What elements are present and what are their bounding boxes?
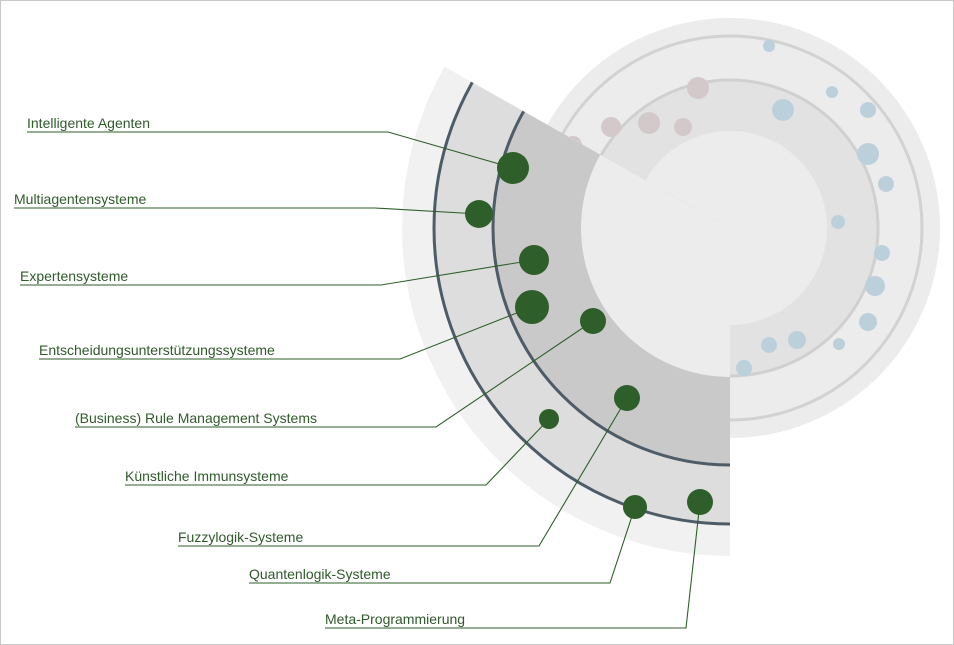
background-dot bbox=[761, 337, 777, 353]
item-dot-multiagentensysteme bbox=[465, 200, 493, 228]
background-dot bbox=[857, 143, 879, 165]
background-dot bbox=[874, 245, 890, 261]
leader-line bbox=[325, 501, 701, 629]
item-dot-kuenstliche-immunsysteme bbox=[539, 409, 559, 429]
label-fuzzylogik-systeme: Fuzzylogik-Systeme bbox=[178, 529, 303, 545]
background-dot bbox=[826, 86, 838, 98]
item-dots bbox=[465, 152, 713, 519]
item-dot-rule-management-systems bbox=[580, 308, 606, 334]
background-dot bbox=[788, 331, 806, 349]
label-meta-programmierung: Meta-Programmierung bbox=[325, 611, 465, 627]
leader-line bbox=[178, 397, 628, 547]
leader-line bbox=[249, 506, 636, 584]
item-dot-meta-programmierung bbox=[687, 489, 713, 515]
background-dot bbox=[687, 77, 709, 99]
background-dot bbox=[638, 112, 660, 134]
item-dot-intelligente-agenten bbox=[497, 152, 529, 184]
label-kuenstliche-immunsysteme: Künstliche Immunsysteme bbox=[125, 468, 289, 484]
background-dot bbox=[674, 118, 692, 136]
label-intelligente-agenten: Intelligente Agenten bbox=[27, 115, 150, 131]
leader-line bbox=[39, 306, 533, 360]
label-entscheidungsunterstuetzungssysteme: Entscheidungsunterstützungssysteme bbox=[39, 342, 275, 358]
leader-line bbox=[125, 418, 550, 486]
background-dot bbox=[860, 102, 876, 118]
background-dot bbox=[736, 360, 752, 376]
outer-ring-line bbox=[432, 11, 730, 526]
leader-line bbox=[75, 320, 594, 428]
labels: Intelligente Agenten Multiagentensysteme… bbox=[14, 115, 465, 627]
background-dot bbox=[859, 313, 877, 331]
inner-ring-line bbox=[491, 11, 730, 467]
background-dot bbox=[865, 276, 885, 296]
background-dot bbox=[772, 99, 794, 121]
leader-line bbox=[14, 207, 480, 215]
label-multiagentensysteme: Multiagentensysteme bbox=[14, 191, 147, 207]
background-dot bbox=[763, 40, 775, 52]
background-dot bbox=[833, 338, 845, 350]
item-dot-expertensysteme bbox=[519, 245, 549, 275]
background-dot bbox=[878, 176, 894, 192]
background-dots bbox=[564, 40, 894, 376]
label-rule-management-systems: (Business) Rule Management Systems bbox=[75, 410, 317, 426]
leader-line bbox=[27, 131, 514, 169]
item-dot-fuzzylogik-systeme bbox=[614, 385, 640, 411]
background-dot bbox=[601, 117, 621, 137]
item-dot-entscheidungsunterstuetzungssysteme bbox=[515, 290, 549, 324]
label-expertensysteme: Expertensysteme bbox=[20, 268, 128, 284]
background-dot bbox=[831, 215, 845, 229]
item-dot-quantenlogik-systeme bbox=[623, 495, 647, 519]
label-quantenlogik-systeme: Quantenlogik-Systeme bbox=[249, 566, 391, 582]
leader-line bbox=[20, 259, 535, 286]
leader-lines bbox=[14, 131, 701, 629]
